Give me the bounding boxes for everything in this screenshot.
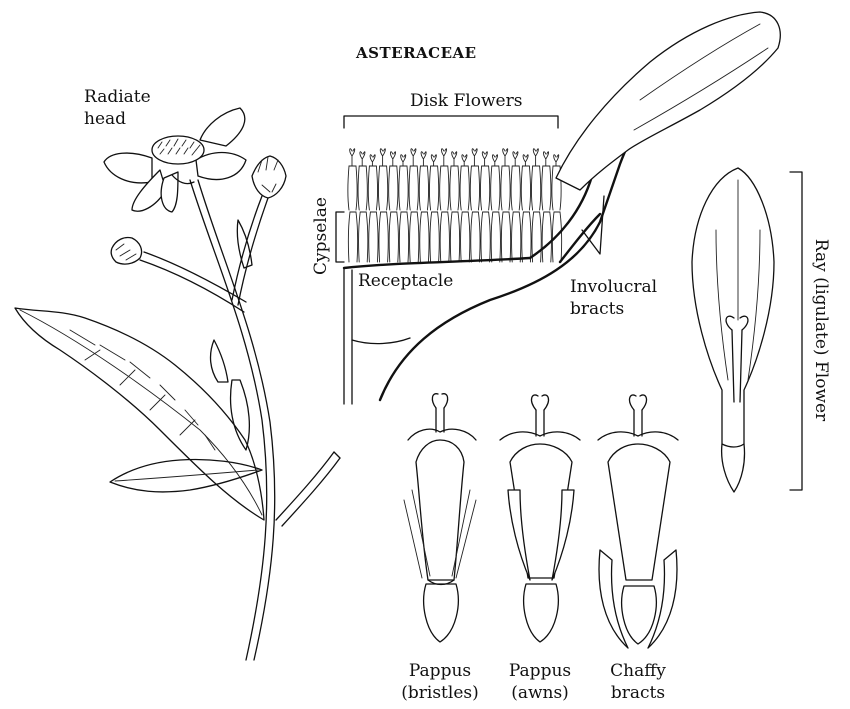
head-section-drawing <box>335 11 781 405</box>
ray-flower-drawing <box>691 167 803 493</box>
disk-flower <box>480 151 491 263</box>
label-radiate-head-line2: head <box>84 109 127 129</box>
label-pappus-awns-line1: Pappus <box>508 661 572 681</box>
label-pappus-awns-line2: (awns) <box>511 683 569 703</box>
disk-flower-row <box>347 148 563 263</box>
cypselae-bracket <box>335 211 345 263</box>
label-involucral-bracts-line2: bracts <box>570 299 625 319</box>
disk-flower <box>388 151 399 263</box>
disk-flower <box>429 154 440 263</box>
disk-flower <box>510 151 522 263</box>
label-chaffy-bracts-line2: bracts <box>610 683 666 703</box>
label-radiate-head-line1: Radiate <box>84 87 151 107</box>
disk-flower <box>449 151 461 263</box>
disk-flower <box>520 154 532 263</box>
label-receptacle: Receptacle <box>358 271 454 291</box>
disk-flowers-bracket <box>343 115 559 129</box>
flower-chaffy-bracts <box>597 394 679 649</box>
disk-flower <box>418 151 430 263</box>
label-pappus-bristles-line2: (bristles) <box>401 683 479 703</box>
disk-flower <box>551 154 563 263</box>
plant-drawing <box>14 107 341 661</box>
label-ray-flower: Ray (ligulate) Flower <box>811 238 831 422</box>
flower-pappus-awns <box>499 394 581 643</box>
label-disk-flowers: Disk Flowers <box>410 91 523 111</box>
disk-flower <box>367 154 379 263</box>
label-pappus-bristles-line1: Pappus <box>408 661 472 681</box>
disk-flower <box>378 148 389 263</box>
flower-pappus-bristles <box>403 393 477 643</box>
disk-flower <box>541 151 552 263</box>
disk-flower <box>398 154 410 263</box>
disk-flower <box>439 148 450 263</box>
diagram-title: ASTERACEAE <box>356 44 477 62</box>
label-chaffy-bracts-line1: Chaffy <box>610 661 666 681</box>
label-involucral-bracts-line1: Involucral <box>570 277 658 297</box>
disk-flower <box>357 151 369 263</box>
disk-flower <box>459 154 471 263</box>
ray-flower-bracket <box>789 171 803 491</box>
disk-flower <box>500 148 512 263</box>
disk-flower <box>490 154 501 263</box>
pappus-drawings <box>403 393 679 649</box>
disk-flower <box>469 148 481 263</box>
disk-flower <box>531 148 542 263</box>
label-cypselae: Cypselae <box>311 197 331 275</box>
disk-flower <box>408 148 420 263</box>
disk-flower <box>347 148 359 263</box>
